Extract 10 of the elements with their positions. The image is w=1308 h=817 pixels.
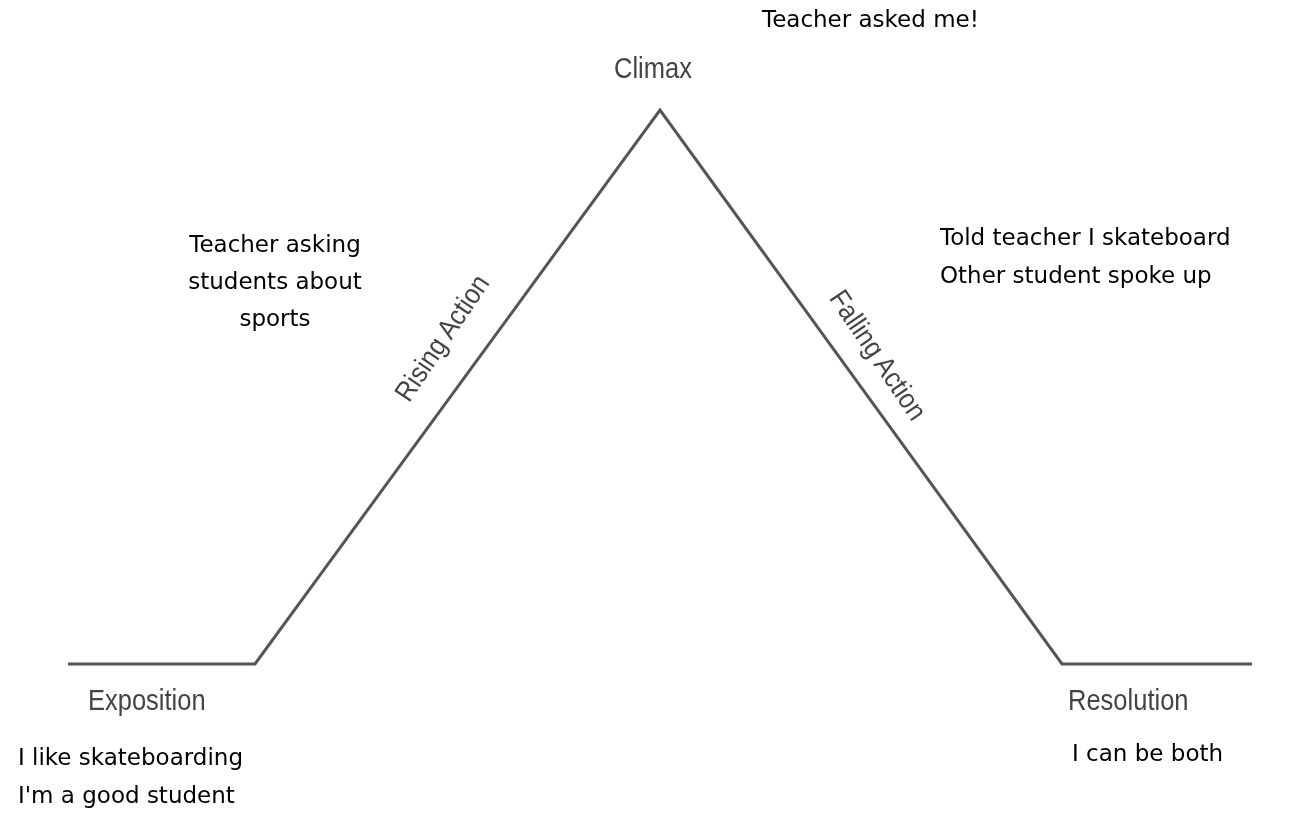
- stage-label: Exposition: [88, 682, 206, 718]
- note-text: Other student spoke up: [940, 262, 1212, 290]
- stage-label: Climax: [614, 50, 692, 86]
- note-text: Told teacher I skateboard: [940, 224, 1231, 252]
- note-text: Teacher asking students about sports: [187, 230, 363, 333]
- note-text: I'm a good student: [18, 782, 235, 810]
- note-text: I can be both: [1072, 740, 1224, 768]
- note-text: I like skateboarding: [18, 744, 243, 772]
- note-text: Teacher asked me!: [762, 6, 979, 34]
- stage-label: Resolution: [1068, 682, 1189, 718]
